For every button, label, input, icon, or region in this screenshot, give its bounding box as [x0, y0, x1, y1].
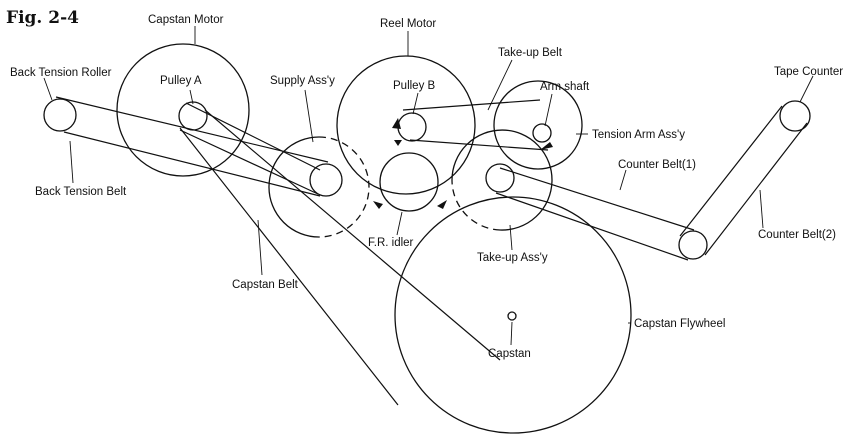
counter-belt-1	[495, 167, 695, 261]
counter-belt-2	[679, 105, 808, 256]
label-take-up-assy: Take-up Ass'y	[477, 252, 548, 264]
pulley-b	[397, 112, 427, 142]
label-reel-motor: Reel Motor	[380, 18, 436, 30]
reel-motor-circle	[336, 55, 476, 195]
label-supply-assy: Supply Ass'y	[270, 75, 335, 87]
counter-lower-pulley	[678, 230, 708, 260]
label-capstan: Capstan	[488, 348, 531, 360]
fr-idler	[379, 152, 439, 212]
back-tension-belt	[55, 96, 329, 197]
label-pulley-b: Pulley B	[393, 80, 436, 92]
arm-shaft-arrow-icon	[540, 142, 553, 150]
label-counter-belt-2: Counter Belt(2)	[758, 229, 836, 241]
label-take-up-belt: Take-up Belt	[498, 47, 563, 59]
supply-assy-circle	[268, 136, 320, 238]
tape-counter-pulley	[779, 100, 811, 132]
label-capstan-flywheel: Capstan Flywheel	[634, 318, 725, 330]
take-up-center-pulley	[485, 163, 515, 193]
take-up-assy-circle	[451, 129, 553, 231]
capstan-motor-circle	[116, 43, 250, 177]
label-tape-counter: Tape Counter	[774, 66, 843, 78]
label-counter-belt-1: Counter Belt(1)	[618, 159, 696, 171]
supply-drive-belt	[179, 102, 321, 195]
take-up-assy-hidden-arc	[451, 179, 501, 231]
arm-shaft	[532, 123, 552, 143]
label-fr-idler: F.R. idler	[368, 237, 414, 249]
pulley-b-rotation-arrow-icon	[392, 118, 402, 146]
capstan-flywheel-circle	[394, 196, 632, 434]
label-arm-shaft: Arm shaft	[540, 81, 590, 93]
label-capstan-motor: Capstan Motor	[148, 14, 224, 26]
supply-center-pulley	[309, 163, 343, 197]
label-capstan-belt: Capstan Belt	[232, 279, 299, 291]
fr-idler-left-arrow-icon	[373, 201, 383, 209]
figure-title: Fig. 2-4	[6, 8, 79, 28]
supply-assy-hidden-arc	[318, 136, 370, 238]
back-tension-roller	[43, 98, 77, 132]
label-pulley-a: Pulley A	[160, 75, 202, 87]
leader-lines	[43, 26, 814, 346]
capstan-shaft	[507, 311, 517, 321]
label-back-tension-roller: Back Tension Roller	[10, 67, 112, 79]
capstan-belt	[179, 109, 501, 406]
fr-idler-right-arrow-icon	[437, 200, 447, 209]
take-up-belt	[402, 99, 549, 151]
label-back-tension-belt: Back Tension Belt	[35, 186, 127, 198]
label-tension-arm-assy: Tension Arm Ass'y	[592, 129, 685, 141]
tension-arm-assy-circle	[493, 80, 583, 170]
